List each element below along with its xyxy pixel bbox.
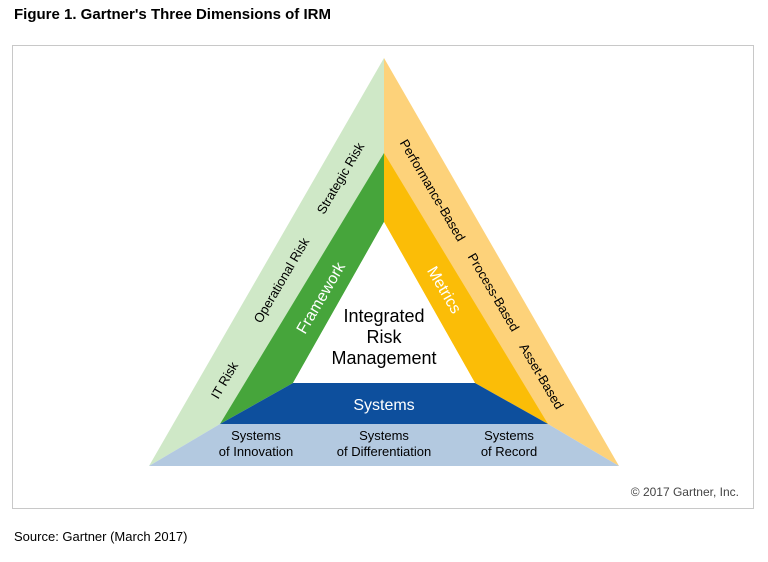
center-label-line1: Integrated: [343, 306, 424, 326]
metrics-band: [384, 153, 548, 424]
copyright-notice: © 2017 Gartner, Inc.: [630, 485, 739, 499]
left-outer-band: [149, 58, 384, 466]
systems-label: Systems: [353, 397, 414, 414]
right-outer-band: [384, 58, 619, 466]
systems-of-differentiation-line1: Systems: [359, 428, 409, 443]
systems-band: [220, 383, 548, 424]
figure-frame: © 2017 Gartner, Inc.: [12, 45, 754, 509]
systems-of-innovation-line1: Systems: [231, 428, 281, 443]
center-label-line2: Risk: [367, 327, 403, 347]
bottom-outer-band: [149, 424, 619, 466]
source-note: Source: Gartner (March 2017): [14, 529, 188, 544]
systems-of-record-line1: Systems: [484, 428, 534, 443]
systems-of-innovation-line2: of Innovation: [219, 444, 293, 459]
systems-of-differentiation-line2: of Differentiation: [337, 444, 431, 459]
framework-band: [220, 153, 384, 424]
center-triangle: [293, 222, 475, 383]
systems-of-record-line2: of Record: [481, 444, 537, 459]
center-label-line3: Management: [331, 348, 436, 368]
figure-title: Figure 1. Gartner's Three Dimensions of …: [14, 6, 331, 23]
